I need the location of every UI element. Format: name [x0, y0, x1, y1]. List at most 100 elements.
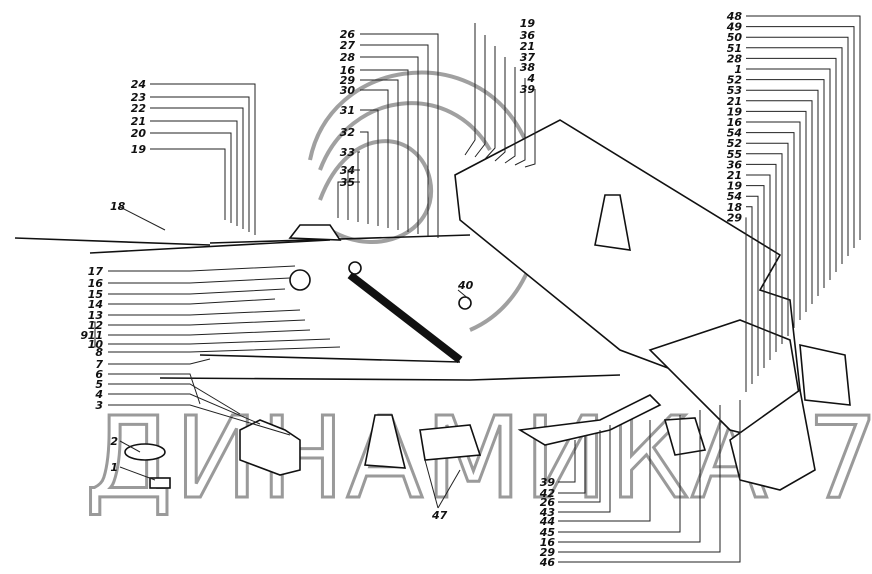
leader-line — [150, 132, 232, 223]
callout-label: 45 — [539, 526, 556, 539]
leader-line — [558, 435, 586, 494]
leader-line — [108, 383, 241, 415]
leader-line — [150, 107, 244, 229]
leader-line — [360, 131, 369, 224]
leader-line — [746, 174, 771, 360]
callout-label: 52 — [727, 74, 743, 87]
leader-line — [558, 430, 601, 503]
watermark-logo — [308, 70, 543, 332]
leader-line — [360, 44, 429, 236]
callout-label: 54 — [727, 190, 742, 203]
rod-upper — [89, 239, 331, 254]
callout-label: 15 — [88, 288, 104, 301]
plate-47 — [419, 424, 482, 461]
bracket-clip — [288, 224, 342, 241]
callout-label: 16 — [540, 536, 556, 549]
callout-label: 29 — [340, 74, 356, 87]
callout-label: 21 — [520, 40, 535, 53]
callout-label: 14 — [88, 298, 103, 311]
leader-line — [746, 185, 765, 368]
leader-lines — [92, 15, 861, 563]
callout-label: 40 — [457, 279, 474, 292]
leader-line — [514, 78, 526, 166]
callout-label: 7 — [95, 358, 103, 371]
callout-label: 22 — [131, 102, 147, 115]
callout-label: 37 — [520, 51, 536, 64]
callout-label: 10 — [88, 338, 104, 351]
callout-label: 13 — [88, 309, 104, 322]
callout-label: 3 — [95, 399, 103, 412]
callout-label: 36 — [520, 29, 536, 42]
callout-label: 29 — [727, 211, 743, 224]
rod-6 — [159, 377, 471, 381]
leader-line — [150, 120, 238, 226]
callout-label: 39 — [520, 83, 536, 96]
callout-label: 11 — [88, 329, 103, 342]
callout-label: 17 — [88, 265, 104, 278]
leader-line — [504, 67, 516, 164]
callout-label: 4 — [94, 388, 103, 401]
leader-line — [347, 169, 360, 220]
leader-line — [746, 195, 759, 376]
callout-label: 31 — [340, 104, 355, 117]
leader-line — [464, 23, 476, 156]
leader-line — [119, 206, 166, 231]
link-40 — [458, 296, 472, 310]
leader-line — [746, 153, 783, 344]
callout-label: 51 — [727, 42, 742, 55]
leader-line — [746, 142, 789, 336]
leader-line — [360, 33, 439, 238]
console-box — [729, 388, 816, 491]
callout-label: 26 — [340, 28, 356, 41]
leader-line — [357, 151, 360, 222]
leader-line — [474, 35, 486, 158]
leader-line — [92, 321, 96, 348]
callout-label: 5 — [95, 378, 103, 391]
leader-line — [484, 46, 496, 160]
callout-label: 32 — [340, 126, 356, 139]
leader-line — [746, 36, 849, 256]
leader-line — [558, 405, 721, 553]
callout-label: 1 — [734, 63, 742, 76]
leader-line — [108, 373, 201, 405]
leader-line — [108, 393, 261, 425]
callout-label: 12 — [88, 319, 104, 332]
leader-line — [746, 89, 819, 296]
callout-label: 48 — [726, 10, 743, 23]
leader-line — [108, 346, 341, 353]
callout-label: 35 — [340, 176, 356, 189]
rod-7 — [199, 354, 461, 363]
leader-line — [337, 181, 360, 218]
leader-line — [108, 277, 291, 284]
callout-label: 19 — [727, 105, 743, 118]
leader-line — [558, 440, 576, 483]
leader-line — [108, 288, 286, 295]
callout-label: 16 — [340, 64, 356, 77]
callout-label: 24 — [131, 78, 146, 91]
rod-18 — [14, 237, 211, 246]
callout-label: 19 — [727, 180, 743, 193]
callout-label: 21 — [131, 115, 146, 128]
leader-line — [150, 148, 226, 220]
parts — [14, 119, 851, 491]
callout-label: 28 — [340, 51, 356, 64]
callout-label: 50 — [727, 31, 743, 44]
callout-label: 55 — [727, 148, 743, 161]
callout-label: 27 — [340, 39, 356, 52]
callout-labels: 2423222120191817161514131211108765439212… — [80, 10, 742, 569]
leader-line — [119, 466, 156, 481]
leader-line — [558, 410, 701, 543]
leader-line — [108, 329, 311, 336]
callout-label: 16 — [727, 116, 743, 129]
leader-line — [558, 425, 611, 513]
gear-lever — [517, 394, 662, 446]
callout-label: 19 — [131, 143, 147, 156]
bushing — [348, 261, 362, 275]
leader-line — [437, 469, 461, 509]
callout-label: 18 — [727, 201, 743, 214]
callout-label: 52 — [727, 137, 743, 150]
rubber-boot-upper — [594, 194, 631, 251]
leader-line — [360, 79, 399, 230]
rod-right — [469, 374, 621, 381]
